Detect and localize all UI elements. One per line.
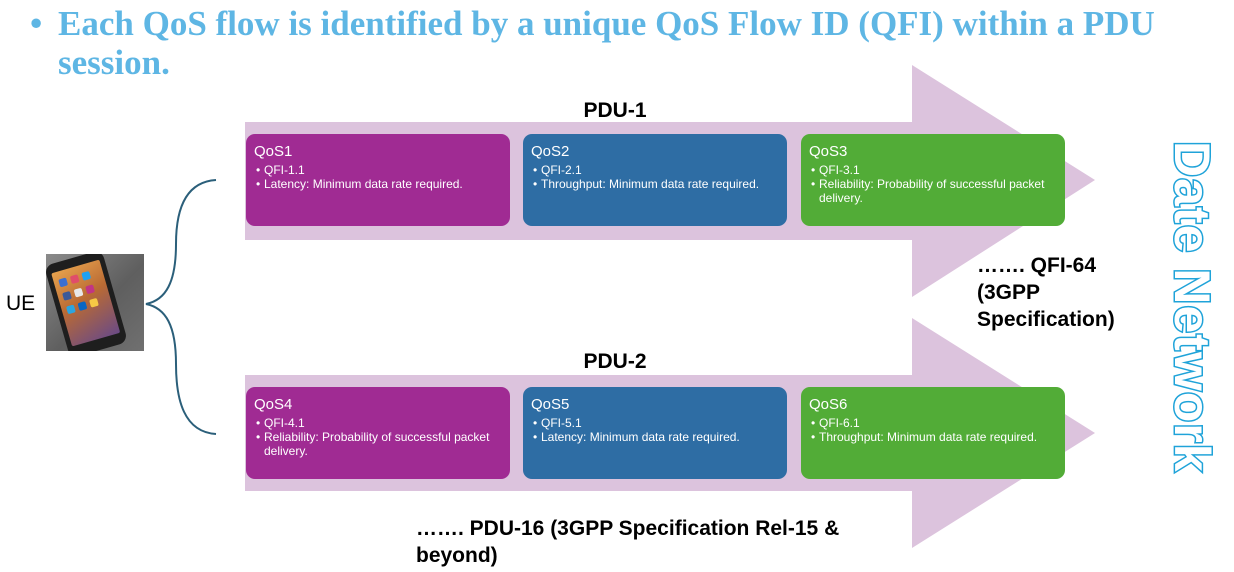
qos-name: QoS5 [531, 396, 570, 413]
app-icon [62, 290, 72, 301]
qos-name: QoS3 [809, 143, 848, 160]
qfi-item: QFI-4.1 [254, 416, 510, 430]
smartphone-image [46, 254, 144, 351]
qos6-card: QoS6 QFI-6.1 Throughput: Minimum data ra… [801, 387, 1065, 479]
ue-brace [145, 179, 217, 435]
app-icon [85, 284, 96, 295]
qos2-card: QoS2 QFI-2.1 Throughput: Minimum data ra… [523, 134, 787, 226]
pdu-limit-note: ……. PDU-16 (3GPP Specification Rel-15 & … [416, 517, 840, 567]
qos3-card: QoS3 QFI-3.1 Reliability: Probability of… [801, 134, 1065, 226]
data-network-title: Date Network [1163, 140, 1222, 475]
qfi-limit-note: ……. QFI-64 (3GPP Specification) [977, 254, 1115, 331]
metric-item: Throughput: Minimum data rate required. [531, 177, 787, 191]
app-icon [81, 270, 92, 281]
phone-body [46, 254, 129, 351]
app-icon [73, 287, 84, 298]
bullet-text: Each QoS flow is identified by a unique … [58, 4, 1155, 82]
qfi-item: QFI-6.1 [809, 416, 1065, 430]
pdu-2-title: PDU-2 [583, 350, 647, 373]
qfi-item: QFI-5.1 [531, 416, 787, 430]
qos-name: QoS6 [809, 396, 848, 413]
qos1-card: QoS1 QFI-1.1 Latency: Minimum data rate … [246, 134, 510, 226]
qos5-card: QoS5 QFI-5.1 Latency: Minimum data rate … [523, 387, 787, 479]
qfi-item: QFI-3.1 [809, 163, 1065, 177]
bullet-marker: • [30, 4, 43, 43]
qos-name: QoS4 [254, 396, 293, 413]
app-icon [65, 304, 76, 315]
qfi-item: QFI-1.1 [254, 163, 510, 177]
ue-label: UE [6, 292, 36, 315]
metric-item: Reliability: Probability of successful p… [254, 430, 510, 458]
qos4-card: QoS4 QFI-4.1 Reliability: Probability of… [246, 387, 510, 479]
metric-item: Throughput: Minimum data rate required. [809, 430, 1065, 444]
qfi-item: QFI-2.1 [531, 163, 787, 177]
metric-item: Reliability: Probability of successful p… [809, 177, 1065, 205]
app-icon [89, 297, 99, 308]
metric-item: Latency: Minimum data rate required. [531, 430, 787, 444]
qos-name: QoS2 [531, 143, 570, 160]
qos-name: QoS1 [254, 143, 293, 160]
metric-item: Latency: Minimum data rate required. [254, 177, 510, 191]
app-icon [77, 301, 88, 312]
pdu-1-title: PDU-1 [583, 99, 647, 122]
phone-screen [51, 259, 121, 347]
app-icon [69, 274, 80, 285]
app-icon [58, 277, 69, 288]
